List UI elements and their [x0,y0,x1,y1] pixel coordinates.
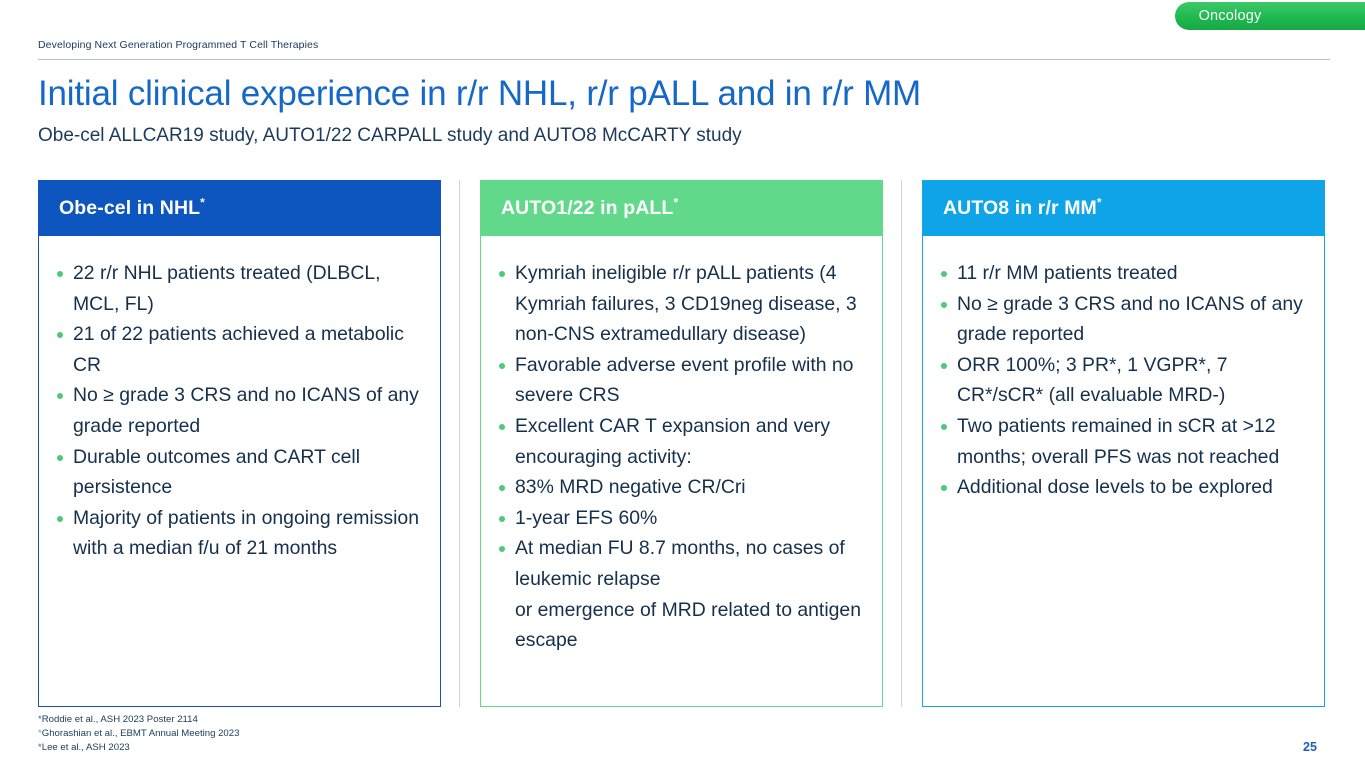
study-card-title: Obe-cel in NHL* [59,195,205,220]
footnote-marker: * [38,742,42,754]
study-card-body: 11 r/r MM patients treated No ≥ grade 3 … [923,236,1324,706]
header-divider-rule [38,59,1330,60]
list-item: ORR 100%; 3 PR*, 1 VGPR*, 7 CR*/sCR* (al… [933,350,1310,411]
footnote-line: *Ghorashian et al., EBMT Annual Meeting … [38,727,239,741]
study-card-title: AUTO1/22 in pALL* [501,195,679,220]
list-item: Two patients remained in sCR at >12 mont… [933,411,1310,472]
bullet-list: 22 r/r NHL patients treated (DLBCL, MCL,… [49,258,426,564]
study-card-title: AUTO8 in r/r MM* [943,195,1102,220]
footnote-marker: * [673,195,679,210]
footnote-marker: * [38,728,42,740]
footnote-line: *Roddie et al., ASH 2023 Poster 2114 [38,713,239,727]
list-item: Durable outcomes and CART cell persisten… [49,442,426,503]
footnote-marker: * [200,195,205,210]
list-item: Additional dose levels to be explored [933,472,1310,503]
study-card-header: Obe-cel in NHL* [39,181,440,236]
list-item: At median FU 8.7 months, no cases of leu… [491,533,868,655]
study-card-header: AUTO8 in r/r MM* [923,181,1324,236]
card-divider-2 [901,180,902,707]
list-item: 1-year EFS 60% [491,503,868,534]
list-item: 83% MRD negative CR/Cri [491,472,868,503]
study-card-header: AUTO1/22 in pALL* [481,181,882,236]
category-tag-oncology: Oncology [1175,2,1365,30]
list-item: No ≥ grade 3 CRS and no ICANS of any gra… [49,380,426,441]
list-item: Kymriah ineligible r/r pALL patients (4 … [491,258,868,350]
page-title: Initial clinical experience in r/r NHL, … [38,74,922,113]
footnote-marker: * [38,714,42,725]
running-header: Developing Next Generation Programmed T … [38,39,319,51]
bullet-list: 11 r/r MM patients treated No ≥ grade 3 … [933,258,1310,503]
list-item: 21 of 22 patients achieved a metabolic C… [49,319,426,380]
footnote-text: Lee et al., ASH 2023 [41,742,130,754]
study-card-auto8-mm: AUTO8 in r/r MM* 11 r/r MM patients trea… [922,180,1325,707]
list-item: 22 r/r NHL patients treated (DLBCL, MCL,… [49,258,426,319]
footnotes: *Roddie et al., ASH 2023 Poster 2114 *Gh… [38,713,239,756]
footnote-line: *Lee et al., ASH 2023 [38,741,239,755]
study-card-body: 22 r/r NHL patients treated (DLBCL, MCL,… [39,236,440,706]
page-number: 25 [1303,740,1317,754]
study-cards-container: Obe-cel in NHL* 22 r/r NHL patients trea… [38,180,1330,708]
footnote-marker: * [1096,195,1102,210]
list-item: No ≥ grade 3 CRS and no ICANS of any gra… [933,289,1310,350]
list-item: Excellent CAR T expansion and very encou… [491,411,868,472]
card-divider-1 [459,180,460,707]
list-item: Majority of patients in ongoing remissio… [49,503,426,564]
list-item: Favorable adverse event profile with no … [491,350,868,411]
footnote-text: Roddie et al., ASH 2023 Poster 2114 [41,714,198,725]
study-card-obe-cel-nhl: Obe-cel in NHL* 22 r/r NHL patients trea… [38,180,441,707]
page-subtitle: Obe-cel ALLCAR19 study, AUTO1/22 CARPALL… [38,125,742,146]
study-card-body: Kymriah ineligible r/r pALL patients (4 … [481,236,882,706]
list-item: 11 r/r MM patients treated [933,258,1310,289]
footnote-text: Ghorashian et al., EBMT Annual Meeting 2… [41,728,240,740]
category-tag-label: Oncology [1198,8,1262,24]
study-card-auto1-22-pall: AUTO1/22 in pALL* Kymriah ineligible r/r… [480,180,883,707]
bullet-list: Kymriah ineligible r/r pALL patients (4 … [491,258,868,656]
